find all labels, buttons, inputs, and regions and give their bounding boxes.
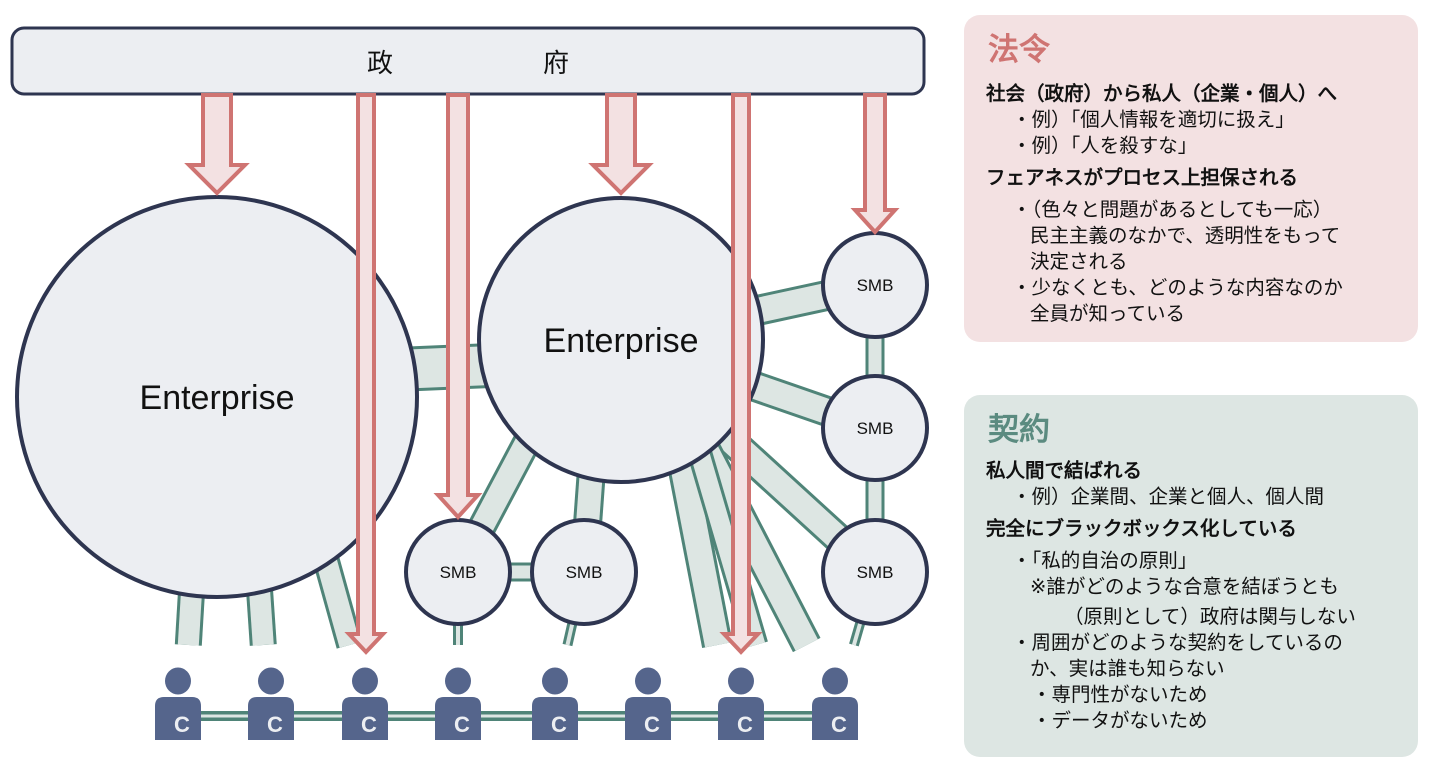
- law-point-1-line-3: 決定される: [1030, 250, 1128, 273]
- consumer-person-icon: C: [248, 667, 294, 740]
- consumer-person-icon: C: [342, 667, 388, 740]
- contract-panel-title: 契約: [988, 412, 1050, 448]
- consumer-label: C: [644, 712, 660, 737]
- smb-node: SMB: [821, 374, 929, 482]
- enterprise-node: Enterprise: [15, 195, 419, 599]
- contract-point-1: ・「私的自治の原則」: [1012, 549, 1198, 572]
- consumer-person-icon: C: [718, 667, 764, 740]
- contract-point-2-line-2: か、実は誰も知らない: [1030, 657, 1225, 680]
- consumer-person-icon: C: [812, 667, 858, 740]
- contract-example-1: ・例）企業間、企業と個人、個人間: [1012, 485, 1325, 508]
- smb-node-label: SMB: [857, 419, 894, 438]
- regulation-arrow-to-consumer-3: [344, 93, 388, 655]
- smb-node-label: SMB: [857, 563, 894, 582]
- law-panel-title: 法令: [988, 32, 1050, 68]
- contract-note-line-1: ※誰がどのような合意を結ぼうとも: [1030, 575, 1339, 598]
- consumer-person-icon: C: [435, 667, 481, 740]
- law-example-2: ・例）「人を殺すな」: [1012, 134, 1198, 157]
- consumer-person-icon: C: [625, 667, 671, 740]
- regulation-arrow-to-smb-1: [433, 93, 483, 520]
- law-point-2-line-2: 全員が知っている: [1030, 302, 1186, 325]
- government-layer: 政府: [10, 26, 926, 96]
- smb-node-label: SMB: [440, 563, 477, 582]
- law-panel-body: 社会（政府）から私人（企業・個人）へ ・例）「個人情報を適切に扱え」 ・例）「人…: [986, 81, 1408, 327]
- law-panel: 法令 社会（政府）から私人（企業・個人）へ ・例）「個人情報を適切に扱え」 ・例…: [964, 15, 1418, 342]
- enterprise-node: Enterprise: [477, 196, 765, 484]
- regulation-arrow-to-ent-left: [184, 93, 250, 196]
- consumer-label: C: [361, 712, 377, 737]
- law-heading-2: フェアネスがプロセス上担保される: [986, 166, 1299, 189]
- regulation-arrow-to-smb-3: [850, 93, 900, 235]
- regulation-arrow-to-consumer-7: [719, 93, 763, 655]
- contract-heading-2: 完全にブラックボックス化している: [986, 517, 1297, 540]
- law-point-1-line-2: 民主主義のなかで、透明性をもって: [1030, 224, 1341, 247]
- consumer-person-icon: C: [155, 667, 201, 740]
- law-point-2-line-1: ・少なくとも、どのような内容なのか: [1012, 276, 1343, 299]
- smb-node: SMB: [530, 518, 638, 626]
- law-example-1: ・例）「個人情報を適切に扱え」: [1012, 108, 1295, 131]
- law-heading-1: 社会（政府）から私人（企業・個人）へ: [986, 82, 1338, 105]
- regulation-arrow-to-ent-right: [588, 93, 654, 196]
- government-label-char: 政: [367, 48, 393, 78]
- smb-node-label: SMB: [857, 276, 894, 295]
- law-point-1-line-1: ・（色々と問題があるとしても一応）: [1012, 198, 1333, 221]
- smb-node: SMB: [404, 518, 512, 626]
- enterprise-node-label: Enterprise: [140, 379, 295, 417]
- contract-point-2-line-1: ・周囲がどのような契約をしているの: [1012, 631, 1343, 654]
- smb-node-label: SMB: [566, 563, 603, 582]
- smb-node: SMB: [821, 518, 929, 626]
- consumer-label: C: [551, 712, 567, 737]
- contract-note-line-2: （原則として）政府は関与しない: [1064, 605, 1356, 628]
- government-label-char: 府: [543, 48, 569, 78]
- consumer-label: C: [737, 712, 753, 737]
- contract-panel-body: 私人間で結ばれる ・例）企業間、企業と個人、個人間 完全にブラックボックス化して…: [986, 458, 1408, 734]
- smb-node: SMB: [821, 231, 929, 339]
- contract-panel: 契約 私人間で結ばれる ・例）企業間、企業と個人、個人間 完全にブラックボックス…: [964, 395, 1418, 757]
- contract-subpoint-2: ・データがないため: [1032, 709, 1208, 732]
- consumer-label: C: [831, 712, 847, 737]
- enterprise-node-label: Enterprise: [544, 322, 699, 360]
- consumer-label: C: [454, 712, 470, 737]
- contract-heading-1: 私人間で結ばれる: [986, 459, 1143, 482]
- consumer-person-icon: C: [532, 667, 578, 740]
- government-bar: 政府: [10, 26, 926, 96]
- consumer-label: C: [267, 712, 283, 737]
- contract-subpoint-1: ・専門性がないため: [1032, 683, 1208, 706]
- consumer-label: C: [174, 712, 190, 737]
- regulation-arrows: [184, 93, 900, 655]
